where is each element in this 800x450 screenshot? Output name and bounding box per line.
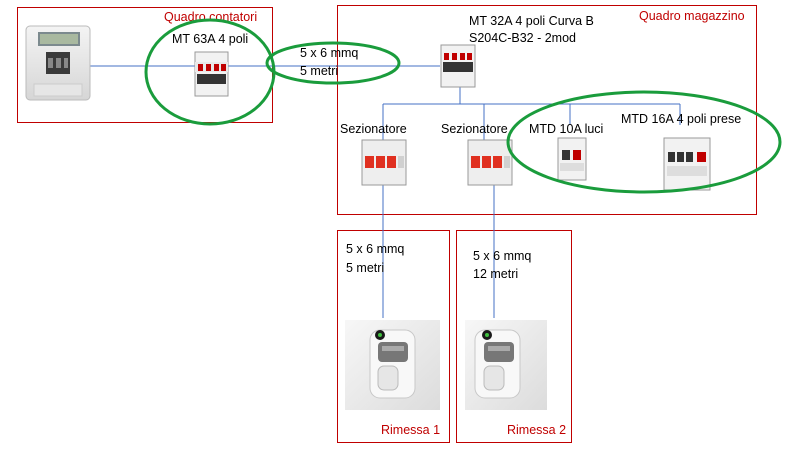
sezionatore-1-icon [361,139,407,186]
rimessa-1-box [337,230,450,443]
cable-r2-section-label: 5 x 6 mmq [473,249,532,263]
rimessa-2-box [456,230,572,443]
mtd-16a-label: MTD 16A 4 poli prese [621,112,742,126]
highlight-ellipse-cable [265,41,401,85]
cable-r1-length-label: 5 metri [346,261,385,275]
mtd-10a-icon [557,137,587,181]
breaker-63a-icon [194,51,229,97]
cable-r1-section-label: 5 x 6 mmq [346,242,405,256]
quadro-contatori-title: Quadro contatori [164,10,258,24]
mt-32a-label-line1: MT 32A 4 poli Curva B [469,14,594,28]
sezionatore-2-icon [467,139,513,186]
rimessa-2-title: Rimessa 2 [507,423,567,437]
wire-lines [90,65,681,318]
mtd-16a-icon [663,137,711,191]
sezionatore-2-label: Sezionatore [441,122,508,136]
quadro-magazzino-title: Quadro magazzino [639,9,745,23]
energy-meter-icon [25,25,91,101]
highlight-ellipse-mtd [506,90,782,194]
sezionatore-1-label: Sezionatore [340,122,407,136]
cable-main-length-label: 5 metri [300,64,339,78]
ev-charger-1-icon [345,320,440,410]
mt-32a-label-line2: S204C-B32 - 2mod [469,31,577,45]
cable-r2-length-label: 12 metri [473,267,519,281]
ev-charger-2-icon [465,320,547,410]
mt-63a-label: MT 63A 4 poli [172,32,249,46]
quadro-magazzino-box [337,5,757,215]
cable-main-section-label: 5 x 6 mmq [300,46,359,60]
breaker-32a-icon [440,44,476,88]
rimessa-1-title: Rimessa 1 [381,423,441,437]
mtd-10a-label: MTD 10A luci [529,122,604,136]
